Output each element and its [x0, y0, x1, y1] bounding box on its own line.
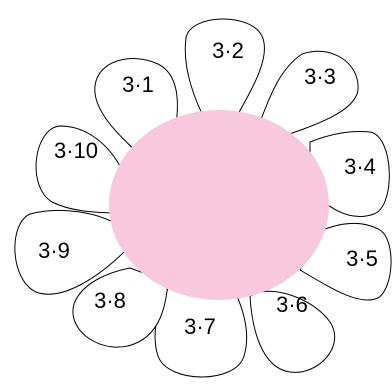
petal-label: 3·2 — [212, 38, 244, 63]
petal-9: 3·9 — [14, 209, 127, 295]
petal-label: 3·3 — [304, 64, 336, 89]
petal-7: 3·7 — [154, 281, 248, 378]
petal-5: 3·5 — [299, 222, 392, 301]
petal-4: 3·4 — [309, 131, 390, 218]
petal-label: 3·10 — [54, 138, 98, 163]
petal-10: 3·10 — [35, 125, 135, 215]
petal-3: 3·3 — [259, 50, 359, 141]
petal-label: 3·8 — [94, 288, 126, 313]
petal-label: 3·6 — [276, 292, 308, 317]
petal-label: 3·5 — [346, 246, 378, 271]
petal-label: 3·7 — [184, 314, 216, 339]
petal-6: 3·6 — [249, 290, 336, 373]
flower-center — [109, 110, 329, 300]
petal-8: 3·8 — [72, 267, 169, 348]
petal-label: 3·9 — [38, 238, 70, 263]
petal-label: 3·4 — [344, 154, 376, 179]
petal-label: 3·1 — [122, 72, 154, 97]
petal-2: 3·2 — [184, 18, 265, 126]
